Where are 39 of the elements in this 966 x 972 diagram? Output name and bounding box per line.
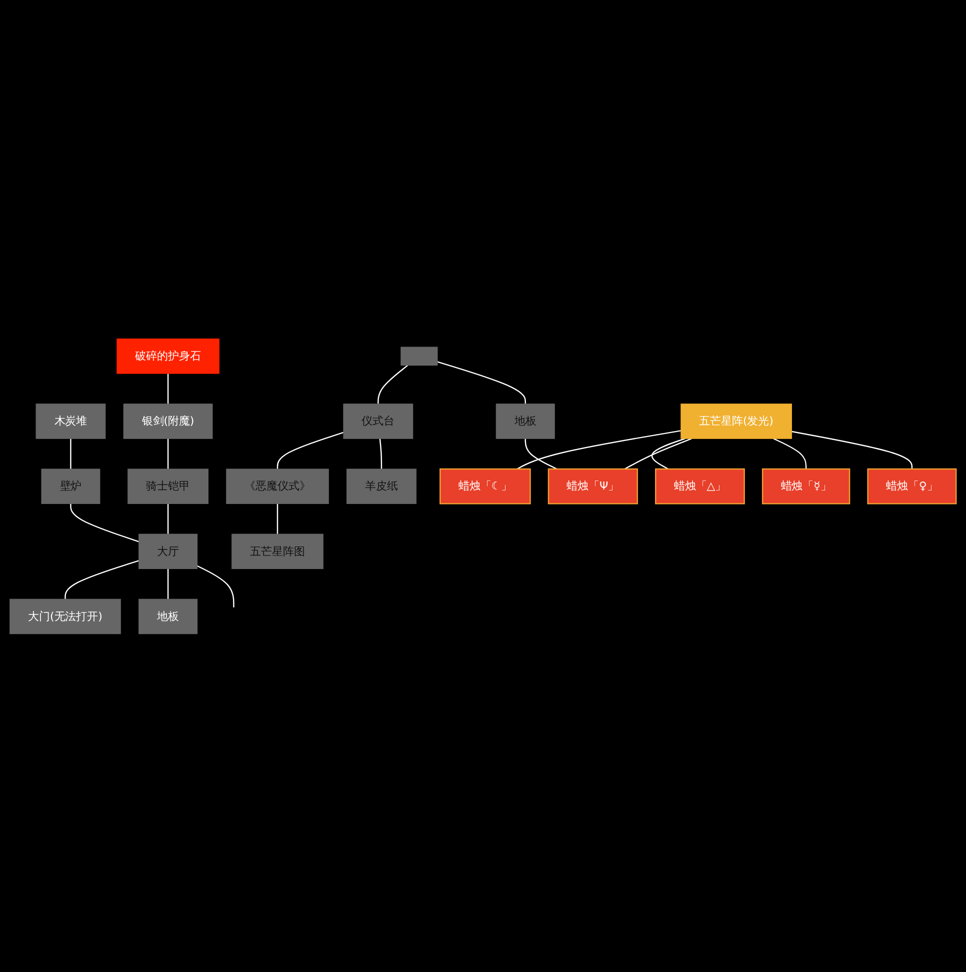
node-box: 《恶魔仪式》 — [226, 468, 329, 504]
connector — [70, 438, 72, 469]
connector — [379, 438, 382, 469]
node-box: 大门(无法打开) — [10, 598, 121, 634]
connector — [64, 560, 140, 599]
connector — [196, 564, 234, 607]
node-box: 地板 — [138, 598, 198, 634]
node-box: 五芒星阵图 — [232, 533, 324, 569]
connector — [773, 438, 807, 469]
connector — [167, 438, 169, 469]
connector — [516, 430, 682, 470]
node-box: 蜡烛「☾」 — [440, 468, 531, 504]
connector — [167, 568, 169, 599]
node-box: 蜡烛「△」 — [655, 468, 745, 504]
node-box: 五芒星阵(发光) — [680, 403, 792, 439]
connector — [70, 503, 140, 542]
connector — [167, 373, 169, 404]
node-box: 蜡烛「☿」 — [762, 468, 850, 504]
node-box: 木炭堆 — [36, 403, 106, 439]
node-box: 骑士铠甲 — [128, 468, 208, 504]
connector — [651, 438, 686, 470]
connector — [378, 364, 408, 404]
node-box: 大厅 — [138, 533, 198, 569]
connector — [792, 430, 913, 469]
node-box — [400, 346, 438, 366]
node-box: 壁炉 — [41, 468, 100, 504]
node-box: 地板 — [496, 403, 555, 439]
connector — [167, 503, 169, 534]
node-box: 破碎的护身石 — [116, 338, 220, 374]
node-box: 银剑(附魔) — [123, 403, 213, 439]
connector — [437, 360, 526, 404]
node-box: 蜡烛「Ψ」 — [548, 468, 638, 504]
connector — [524, 438, 558, 470]
node-box: 仪式台 — [343, 403, 414, 439]
connector — [276, 503, 278, 534]
connector — [276, 432, 344, 469]
connector — [624, 438, 692, 470]
node-box: 羊皮纸 — [346, 468, 416, 504]
node-box: 蜡烛「♀」 — [867, 468, 957, 504]
